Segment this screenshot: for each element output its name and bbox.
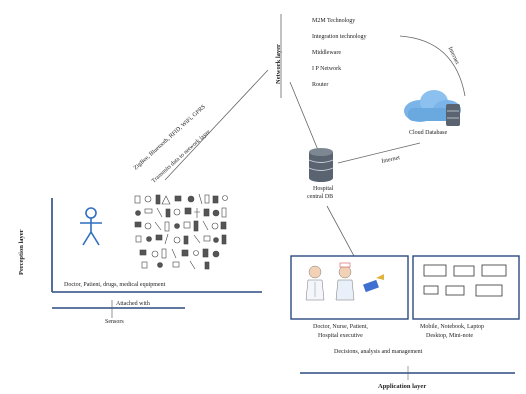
network-layer-label: Network layer <box>275 44 282 84</box>
hospital-database-icon <box>308 148 334 182</box>
network-item: I P Network <box>312 66 342 72</box>
network-to-hospital-line <box>289 81 319 151</box>
perception-layer-label: Perception layer <box>18 229 25 275</box>
person-stick-figure-icon <box>80 207 102 246</box>
network-item: Router <box>312 82 329 88</box>
hospital-to-application-line <box>326 205 355 257</box>
connector-lines <box>164 14 466 257</box>
medical-equipment-icons <box>134 193 228 270</box>
hospital-to-cloud-line <box>337 142 421 164</box>
perception-bracket <box>51 198 262 293</box>
devices-caption-line1: Mobile, Notebook, Laptop <box>420 324 484 330</box>
hospital-db-label-line1: Hospital <box>313 186 334 192</box>
devices-caption-line2: Desktop, Mini-note <box>426 333 473 339</box>
network-item: Middleware <box>312 50 341 56</box>
doctor-nurse-patient-icon <box>305 262 384 301</box>
cloud-database-icon <box>404 90 461 126</box>
sensors-label: Sensors <box>105 319 124 325</box>
cloud-database-label: Cloud Database <box>409 130 448 136</box>
perception-caption: Doctor, Patient, drugs, medical equipmen… <box>64 282 166 288</box>
application-layer-label: Application layer <box>378 383 427 390</box>
hospital-db-label-line2: central DB <box>307 194 334 200</box>
people-caption-line1: Doctor, Nurse, Patient, <box>313 324 368 330</box>
network-to-perception-line <box>164 69 269 181</box>
decisions-label: Decisions, analysis and management <box>334 349 423 355</box>
network-item: Integration technology <box>312 34 367 40</box>
devices-icons <box>423 264 507 297</box>
network-to-cloud-curve <box>399 35 466 97</box>
network-item: M2M Technology <box>312 18 356 24</box>
attached-with-label: Attached with <box>116 301 150 307</box>
people-caption-line2: Hospital executive <box>318 333 363 339</box>
